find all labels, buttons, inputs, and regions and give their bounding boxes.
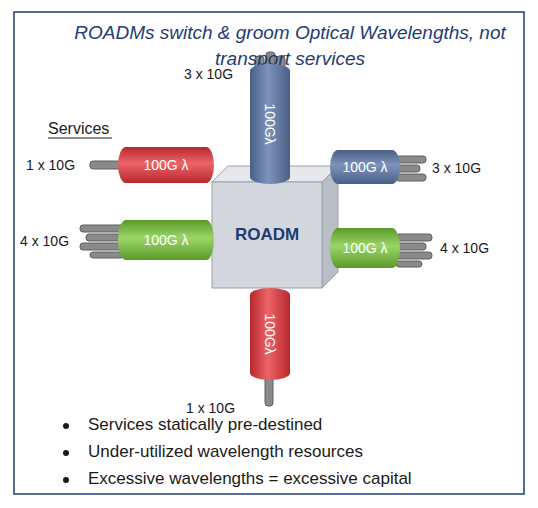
node-text: 100G λ: [342, 159, 387, 175]
wavelength-cylinder: 100G λ: [118, 220, 214, 260]
node-text: 100G λ: [342, 240, 387, 256]
title: ROADMs switch & groom Optical Wavelength…: [40, 20, 538, 71]
node-text: 100Gλ: [262, 313, 278, 354]
roadm-cube: [212, 166, 338, 288]
wavelength-cylinder: 100G λ: [330, 228, 400, 268]
service-label: 4 x 10G: [440, 240, 489, 256]
service-label: 4 x 10G: [20, 233, 69, 249]
frame: [14, 12, 524, 494]
underline: [48, 138, 112, 139]
wavelength-cylinder: 100Gλ: [250, 288, 290, 380]
service-label: 3 x 10G: [432, 160, 481, 176]
bullet-text: Services statically pre-destined: [88, 415, 322, 435]
node-text: 100G λ: [143, 157, 188, 173]
node-text: 100G λ: [143, 232, 188, 248]
service-label: 1 x 10G: [186, 400, 235, 416]
bullet-text: Excessive wavelengths = excessive capita…: [88, 469, 412, 489]
service-label: 1 x 10G: [26, 157, 75, 173]
node-text: 100Gλ: [262, 103, 278, 144]
roadm-box: ROADM: [212, 182, 322, 288]
bullet-text: Under-utilized wavelength resources: [88, 442, 363, 462]
wavelength-cylinder: 100Gλ: [250, 64, 290, 184]
wavelength-cylinder: 100G λ: [330, 150, 400, 184]
section-label: Services: [48, 120, 109, 138]
wavelength-cylinder: 100G λ: [118, 147, 214, 183]
cables: [80, 52, 432, 406]
bullets: [63, 423, 69, 483]
service-label: 3 x 10G: [184, 66, 233, 82]
node-text: ROADM: [235, 225, 299, 245]
